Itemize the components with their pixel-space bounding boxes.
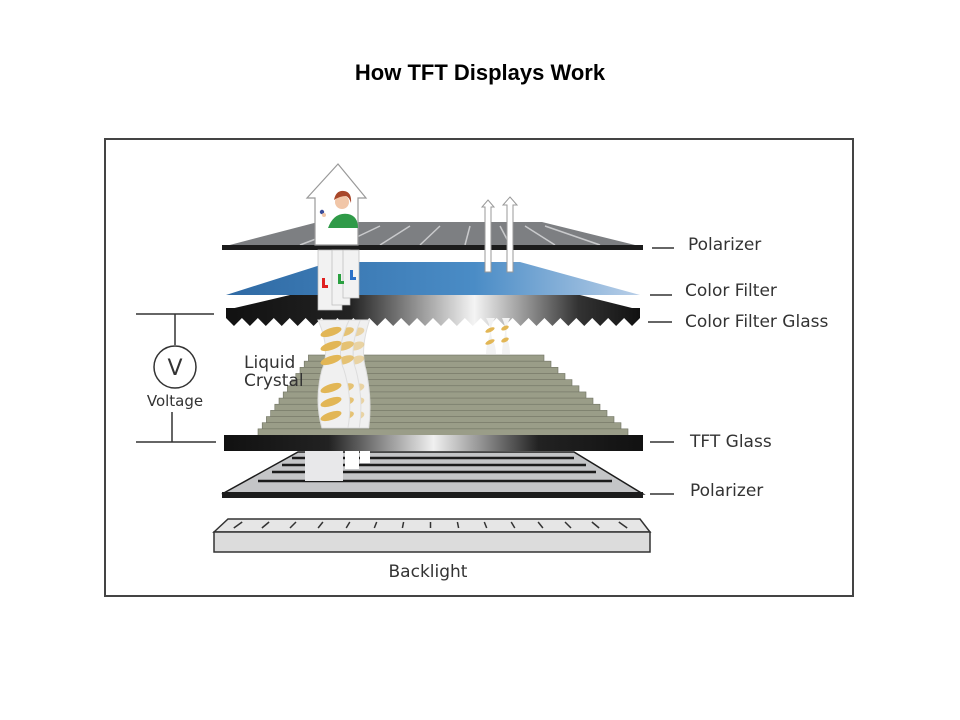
tft-glass-layer	[224, 435, 643, 451]
voltage-symbol: V	[167, 356, 182, 381]
voltage-circuit	[136, 313, 216, 443]
voltage-label: Voltage	[147, 392, 203, 410]
color-filter-layer	[226, 262, 640, 295]
light-beam-left	[317, 249, 360, 311]
lc-stripe	[320, 326, 342, 338]
liquid-crystal-molecules-right	[485, 318, 510, 354]
label-backlight: Backlight	[389, 562, 468, 582]
backlight-led-tick	[618, 521, 628, 529]
slide-title: How TFT Displays Work	[354, 60, 606, 85]
label-top-polarizer: Polarizer	[688, 235, 761, 255]
lc-stripe	[320, 340, 342, 352]
backlight-led-tick	[261, 521, 270, 529]
backlight-led-tick	[456, 521, 460, 529]
red-subpixel-icon	[322, 278, 328, 288]
label-tft-glass: TFT Glass	[689, 432, 772, 452]
liquid-crystal-label-line2: Crystal	[244, 371, 304, 391]
backlight-led-tick	[401, 521, 405, 529]
backlight-led-tick	[483, 521, 488, 529]
backlight-layer	[212, 518, 652, 553]
liquid-crystal-molecules-left	[317, 319, 371, 429]
backlight-led-tick	[233, 521, 243, 529]
backlight-led-tick	[510, 521, 516, 529]
label-color-filter: Color Filter	[685, 281, 777, 301]
lc-stripe	[320, 410, 342, 422]
bottom-polarizer-layer	[221, 451, 646, 498]
lc-step	[257, 428, 629, 437]
label-bottom-polarizer: Polarizer	[690, 481, 763, 501]
person-icon	[319, 190, 358, 228]
voltmeter-icon	[153, 345, 197, 389]
lc-stripe	[320, 354, 342, 366]
lc-stripe	[320, 396, 342, 408]
backlight-led-tick	[317, 521, 324, 529]
lc-stripe	[320, 382, 342, 394]
backlight-led-tick	[373, 521, 378, 529]
color-filter-glass-layer	[226, 295, 640, 326]
backlight-led-tick	[537, 521, 544, 529]
green-subpixel-icon	[338, 274, 344, 284]
label-color-filter-glass: Color Filter Glass	[685, 312, 828, 332]
backlight-led-tick	[564, 521, 572, 529]
backlight-led-tick	[591, 521, 600, 529]
liquid-crystal-label-line1: Liquid	[244, 353, 295, 373]
liquid-crystal-steps	[257, 354, 629, 437]
backlight-led-tick	[289, 521, 297, 529]
top-polarizer-layer	[222, 222, 643, 250]
blocked-light-arrows	[480, 196, 519, 273]
blue-subpixel-icon	[350, 270, 356, 280]
image-output-arrow	[305, 163, 368, 246]
backlight-led-tick	[345, 521, 351, 529]
